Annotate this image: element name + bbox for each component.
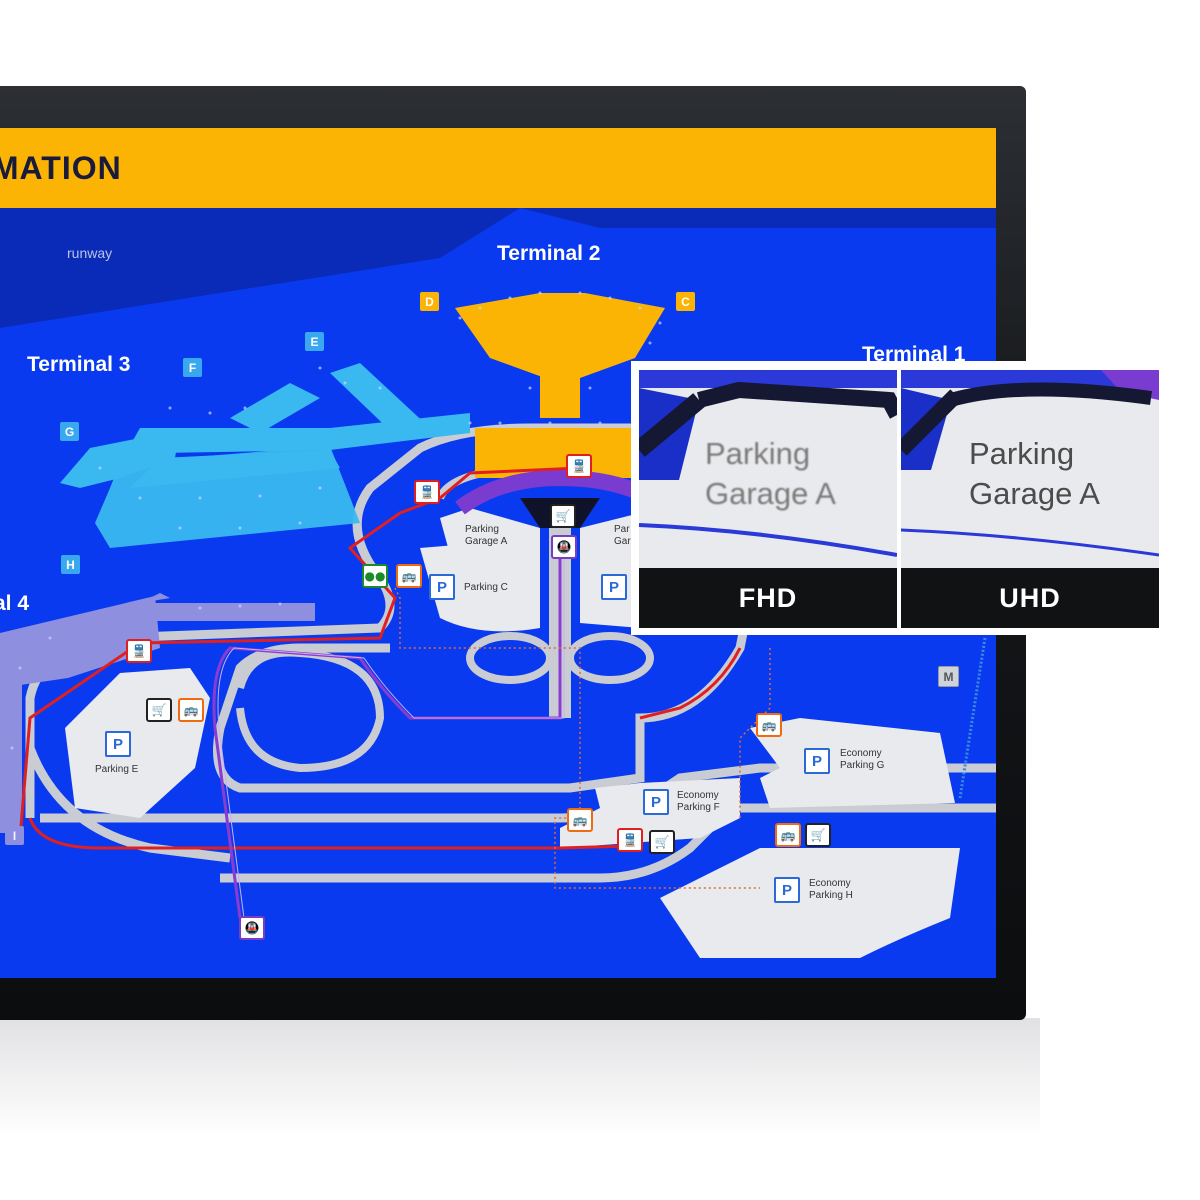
runway-label: runway — [67, 245, 113, 261]
blue-track — [958, 637, 987, 799]
parking-garage-a — [440, 508, 540, 573]
header-title: OMATION — [0, 150, 122, 186]
uhd-map-fragment — [901, 370, 1159, 557]
train-icon: 🚆 — [617, 828, 643, 852]
cart-icon: 🛒 — [649, 830, 675, 854]
bus-icon: 🚌 — [756, 713, 782, 737]
terminal-3-arm-b — [330, 363, 430, 440]
gate-g-badge: G — [60, 422, 79, 441]
bus-icon: 🚌 — [396, 564, 422, 588]
cart-icon: 🛒 — [805, 823, 831, 847]
parking-c-p-icon: P — [429, 574, 455, 600]
economy-g-p-icon: P — [804, 748, 830, 774]
train-icon: 🚆 — [414, 480, 440, 504]
parking-e-p-icon: P — [105, 731, 131, 757]
parking-e-label: Parking E — [95, 764, 139, 775]
gate-m-badge: M — [938, 666, 959, 687]
train-icon: 🚆 — [566, 454, 592, 478]
bus-icon: 🚌 — [178, 698, 204, 722]
road-loop — [236, 648, 385, 773]
screen-reflection — [0, 1018, 1040, 1138]
uhd-sample-line2: Garage A — [969, 476, 1100, 511]
header-bar: OMATION — [0, 128, 996, 208]
resolution-comparison: Parking Garage A FHD Parking Garage A UH… — [631, 361, 1163, 635]
parking-c2-p-icon: P — [601, 574, 627, 600]
road-lower — [220, 803, 996, 883]
terminal-4-strip — [0, 683, 22, 833]
fhd-sample-line2: Garage A — [705, 476, 836, 511]
cart-icon: 🛒 — [550, 504, 576, 528]
tram-icon: 🚇 — [551, 535, 577, 559]
terminal-4-concourse — [150, 603, 315, 621]
economy-f-label: Economy Parking F — [677, 790, 720, 813]
uhd-sample-line1: Parking — [969, 436, 1075, 471]
gate-c-badge: C — [676, 292, 695, 311]
gate-d-badge: D — [420, 292, 439, 311]
cart-icon: 🛒 — [146, 698, 172, 722]
economy-h-label: Economy Parking H — [809, 878, 853, 901]
road-oval-2 — [566, 632, 654, 684]
gate-h-badge: H — [61, 555, 80, 574]
tram-icon: 🚇 — [239, 916, 265, 940]
road-oval-1 — [466, 632, 554, 684]
dotted-route-2 — [739, 648, 771, 818]
terminal-3-pier — [120, 413, 470, 463]
economy-h-p-icon: P — [774, 877, 800, 903]
gate-e-badge: E — [305, 332, 324, 351]
walkway-icon: ●● — [362, 564, 388, 588]
garage-a-label: Parking Garage A — [465, 524, 508, 547]
gate-f-badge: F — [183, 358, 202, 377]
terminal-3-arm-a — [60, 428, 180, 488]
garage-a-partial-label: Par Gar — [614, 524, 631, 547]
terminal-2-stem — [540, 358, 580, 418]
train-icon: 🚆 — [126, 639, 152, 663]
bus-icon: 🚌 — [775, 823, 801, 847]
fhd-label: FHD — [639, 568, 897, 628]
economy-h-lot — [660, 848, 960, 958]
parking-e-lot — [65, 668, 210, 818]
red-line-south — [28, 817, 631, 850]
red-line-east — [639, 647, 742, 720]
terminal-4-hall — [0, 596, 160, 688]
runway-area-2 — [520, 208, 996, 228]
purple-line-outline — [217, 548, 565, 919]
economy-g-label: Economy Parking G — [840, 748, 885, 771]
terminal-1-label: Terminal 1 — [862, 343, 966, 366]
parking-c-label: Parking C — [464, 582, 508, 593]
fhd-map-fragment — [639, 370, 897, 557]
terminal-3-label: Terminal 3 — [27, 353, 131, 376]
uhd-label: UHD — [901, 568, 1159, 628]
gate-dots — [10, 291, 662, 750]
uhd-sample-text: Parking Garage A — [969, 434, 1100, 514]
bus-icon: 🚌 — [567, 808, 593, 832]
road-left — [25, 746, 231, 863]
economy-g-lot — [750, 718, 955, 808]
fhd-panel: Parking Garage A FHD — [639, 370, 897, 628]
runway-zone — [0, 208, 520, 328]
fhd-sample-text: Parking Garage A — [705, 434, 836, 514]
uhd-panel: Parking Garage A UHD — [901, 370, 1159, 628]
terminal-3-tail — [230, 383, 320, 433]
terminal-2-building — [455, 293, 665, 378]
fhd-sample-line1: Parking — [705, 436, 811, 471]
gate-i-badge: I — [5, 826, 24, 845]
dotted-route — [394, 587, 760, 889]
economy-f-p-icon: P — [643, 789, 669, 815]
terminal-4-label: al 4 — [0, 592, 30, 615]
terminal-3-wing — [95, 446, 360, 548]
terminal-2-label: Terminal 2 — [497, 242, 601, 265]
